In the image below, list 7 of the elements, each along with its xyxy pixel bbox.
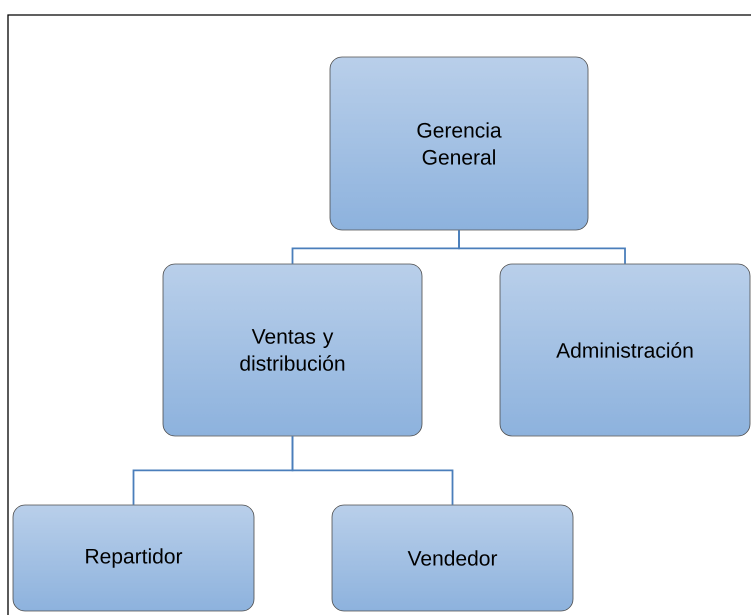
connector <box>292 436 454 505</box>
org-box: Ventas y distribución <box>162 264 422 436</box>
org-box: Administración <box>500 264 750 436</box>
connector <box>458 230 626 264</box>
org-box: Vendedor <box>332 504 574 612</box>
org-box: Gerencia General <box>330 56 588 230</box>
org-box: Repartidor <box>12 504 254 612</box>
